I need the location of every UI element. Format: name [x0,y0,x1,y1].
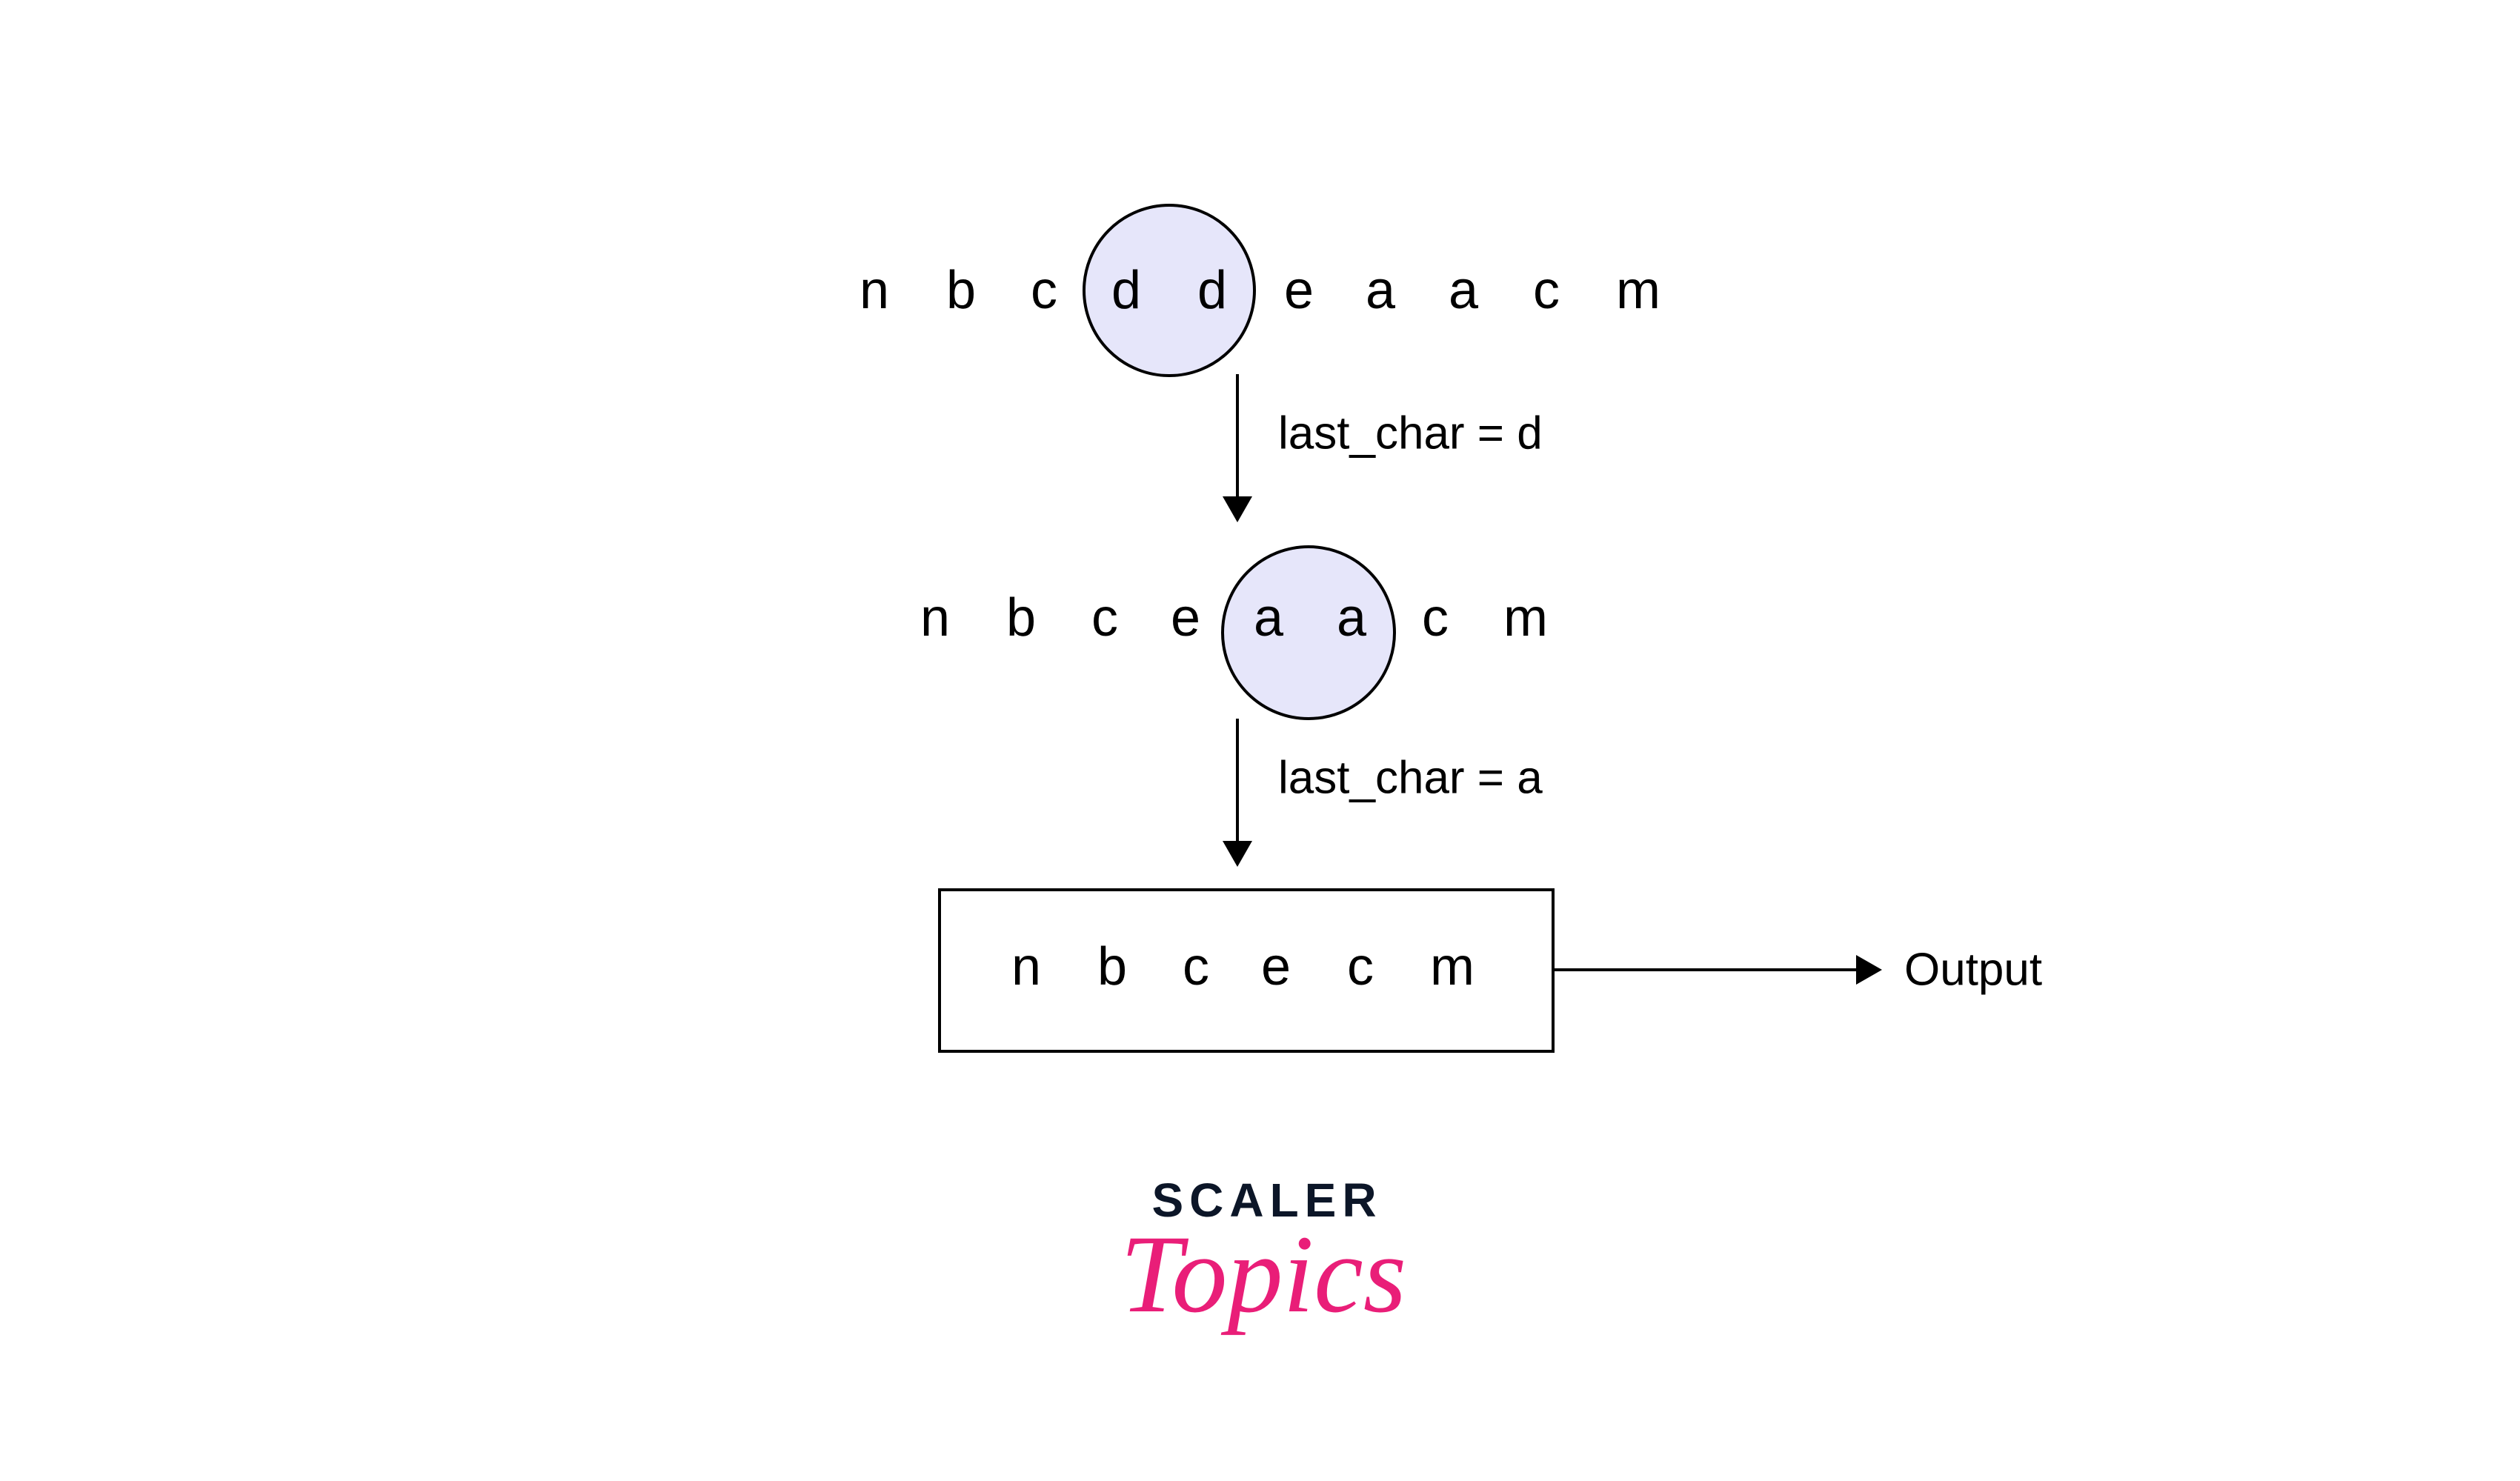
result-string: n b c e c m [1011,937,1475,996]
arrowhead-icon [1856,955,1882,985]
char: n [1011,937,1041,996]
row1-string: n b c d d e a a c m [860,261,1660,320]
arrowhead-icon [1223,841,1252,867]
highlight-circle-dd [1083,204,1256,377]
char: a [1254,588,1284,648]
char: c [1091,588,1118,648]
char: d [1197,261,1227,320]
char: b [1097,937,1127,996]
char: c [1031,261,1057,320]
scaler-topics-logo: SCALER Topics [1120,1174,1406,1336]
result-box [938,888,1555,1053]
step1-label: last_char = d [1278,408,1543,459]
arrowhead-icon [1223,496,1252,522]
logo-topics: Topics [1120,1213,1406,1336]
output-label: Output [1904,945,2042,996]
char: n [920,588,950,648]
char: b [1006,588,1036,648]
highlight-circle-aa [1221,545,1396,720]
char: e [1261,937,1291,996]
char: a [1449,261,1479,320]
char: c [1183,937,1209,996]
char: c [1533,261,1560,320]
char: m [1503,588,1548,648]
row2-string: n b c e a a c m [920,588,1548,648]
char: e [1171,588,1200,648]
char: c [1347,937,1374,996]
logo-scaler: SCALER [1151,1174,1382,1227]
char: c [1422,588,1449,648]
char: e [1284,261,1314,320]
char: m [1616,261,1660,320]
char: n [860,261,889,320]
char: a [1366,261,1396,320]
step2-label: last_char = a [1278,753,1543,804]
char: a [1337,588,1367,648]
char: b [946,261,976,320]
char: d [1111,261,1141,320]
char: m [1430,937,1475,996]
